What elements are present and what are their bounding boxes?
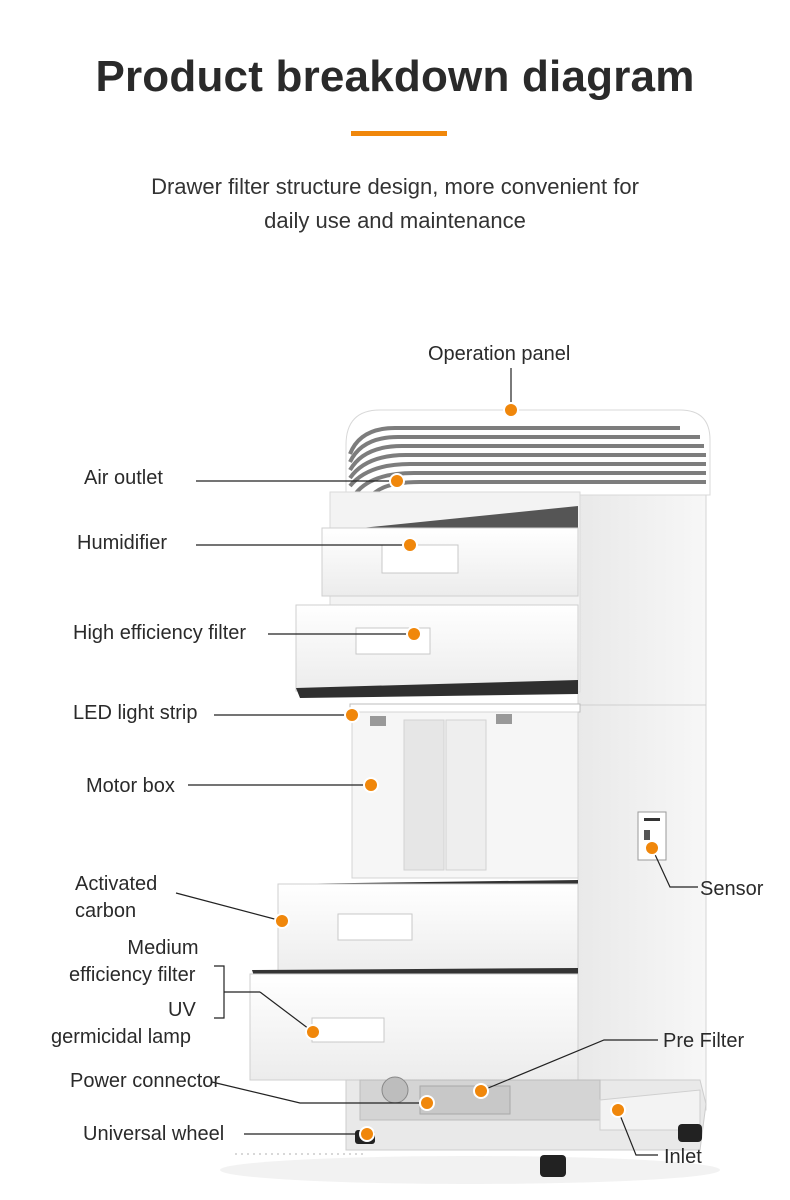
orange-dot-icon [402,537,418,553]
marker-dots [274,402,660,1142]
label-activated-carbon-line2: carbon [75,900,137,922]
page-subtitle: Drawer filter structure design, more con… [95,170,695,238]
label-humidifier: Humidifier [77,532,168,554]
orange-dot-icon [503,402,519,418]
label-medium-filter-line2: efficiency filter [69,964,196,986]
label-motor-box: Motor box [86,775,175,797]
leader-activated-carbon [175,892,283,922]
leader-medium-uv-2 [259,991,314,1033]
label-medium-filter-line1: Medium [127,937,199,959]
orange-dot-icon [644,840,660,856]
leader-pre-filter [480,1039,658,1092]
page-title: Product breakdown diagram [95,52,695,101]
title-accent-rule [351,131,447,136]
orange-dot-icon [359,1126,375,1142]
callout-lines [175,368,698,1156]
label-universal-wheel: Universal wheel [83,1123,225,1145]
leader-power-connector [211,1081,427,1104]
orange-dot-icon [305,1024,321,1040]
orange-dot-icon [389,473,405,489]
label-operation-panel: Operation panel [428,343,571,365]
label-pre-filter: Pre Filter [663,1030,745,1052]
orange-dot-icon [473,1083,489,1099]
orange-dot-icon [419,1095,435,1111]
leader-medium-uv-bracket [214,965,225,1019]
body-right-side [577,489,707,1111]
motor-box [351,711,579,879]
subtitle-line-1: Drawer filter structure design, more con… [151,174,639,199]
led-strip [349,703,581,713]
label-uv-line2: germicidal lamp [51,1026,192,1048]
floor-shadow [220,1156,720,1184]
orange-dot-icon [406,626,422,642]
label-inlet: Inlet [664,1146,702,1168]
orange-dot-icon [274,913,290,929]
leader-sensor [651,847,698,888]
label-air-outlet: Air outlet [84,467,163,489]
label-power-connector: Power connector [70,1070,221,1092]
subtitle-line-2: daily use and maintenance [264,208,526,233]
orange-dot-icon [610,1102,626,1118]
medium-efficiency-drawer [249,968,579,1081]
humidifier-drawer [321,506,579,597]
activated-carbon-drawer [277,880,579,977]
label-sensor: Sensor [700,878,764,900]
orange-dot-icon [344,707,360,723]
orange-dot-icon [363,777,379,793]
label-activated-carbon-line1: Activated [75,873,158,895]
leader-inlet [617,1109,658,1156]
label-high-efficiency-filter: High efficiency filter [73,622,247,644]
high-efficiency-drawer [295,604,579,698]
label-led-light-strip: LED light strip [73,702,198,724]
base [345,1076,707,1151]
label-uv-line1: UV [168,999,196,1021]
